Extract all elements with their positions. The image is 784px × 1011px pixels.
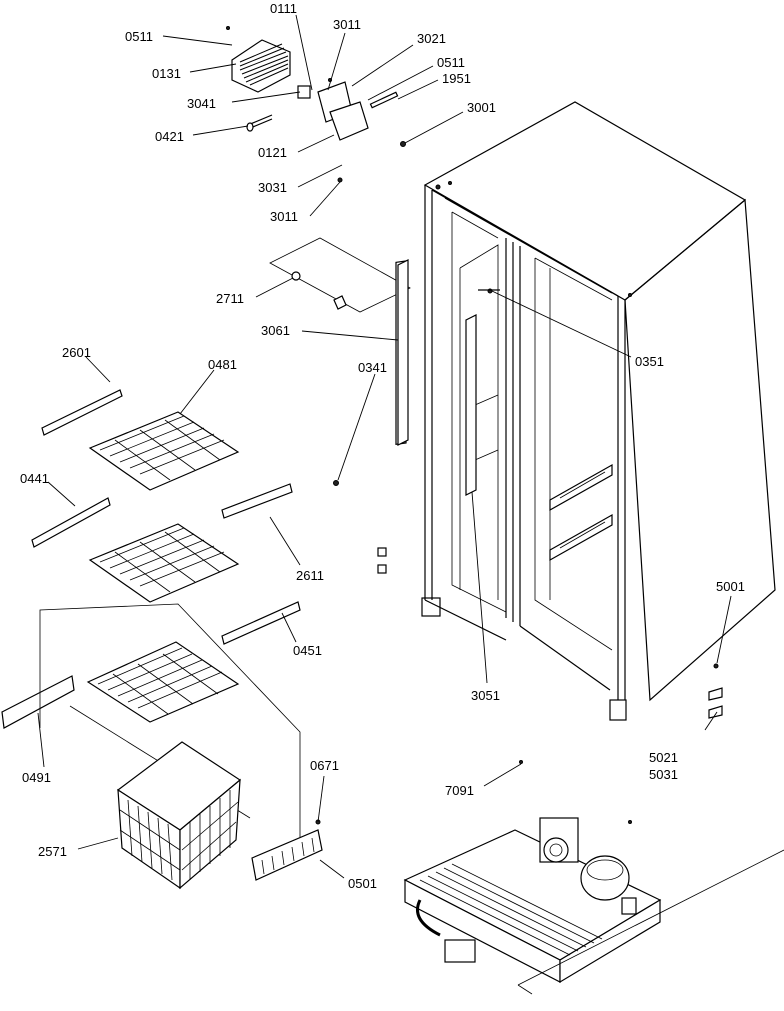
callout-0491: 0491 <box>22 770 51 785</box>
bottom-hinge <box>708 663 723 719</box>
callout-3061: 3061 <box>261 323 290 338</box>
callout-2611: 2611 <box>296 568 324 583</box>
callout-0351: 0351 <box>635 354 664 369</box>
callout-0511-b: 0511 <box>437 55 465 70</box>
callout-2601: 2601 <box>62 345 91 360</box>
callout-3021: 3021 <box>417 31 446 46</box>
callout-0341: 0341 <box>358 360 387 375</box>
callout-0451: 0451 <box>293 643 322 658</box>
callout-3031: 3031 <box>258 180 287 195</box>
callout-0121: 0121 <box>258 145 287 160</box>
callout-0111: 0111 <box>270 1 297 16</box>
callout-5001: 5001 <box>716 579 745 594</box>
kickplate-grille <box>251 819 323 881</box>
machine-compartment <box>403 760 784 995</box>
callout-2711: 2711 <box>216 291 244 306</box>
callout-3011-b: 3011 <box>270 209 298 224</box>
leader-lines <box>37 14 732 879</box>
callout-5031: 5031 <box>649 767 678 782</box>
callout-labels: 0511 0111 3011 3021 0131 0511 1951 3041 … <box>20 1 745 891</box>
callout-0481: 0481 <box>208 357 237 372</box>
callout-0501: 0501 <box>348 876 377 891</box>
callout-2571: 2571 <box>38 844 67 859</box>
callout-0441: 0441 <box>20 471 49 486</box>
callout-1951: 1951 <box>442 71 471 86</box>
freezer-shelves <box>1 389 301 838</box>
callout-3011: 3011 <box>333 17 361 32</box>
damper-assembly <box>226 26 406 183</box>
callout-0421: 0421 <box>155 129 184 144</box>
callout-5021: 5021 <box>649 750 678 765</box>
evaporator-panels <box>269 237 477 496</box>
callout-3001: 3001 <box>467 100 496 115</box>
callout-3051: 3051 <box>471 688 500 703</box>
callout-7091: 7091 <box>445 783 474 798</box>
callout-0671: 0671 <box>310 758 339 773</box>
callout-3041: 3041 <box>187 96 216 111</box>
refrigerator-cabinet <box>377 101 776 721</box>
callout-0131: 0131 <box>152 66 181 81</box>
freezer-basket <box>116 741 242 890</box>
callout-0511: 0511 <box>125 29 153 44</box>
